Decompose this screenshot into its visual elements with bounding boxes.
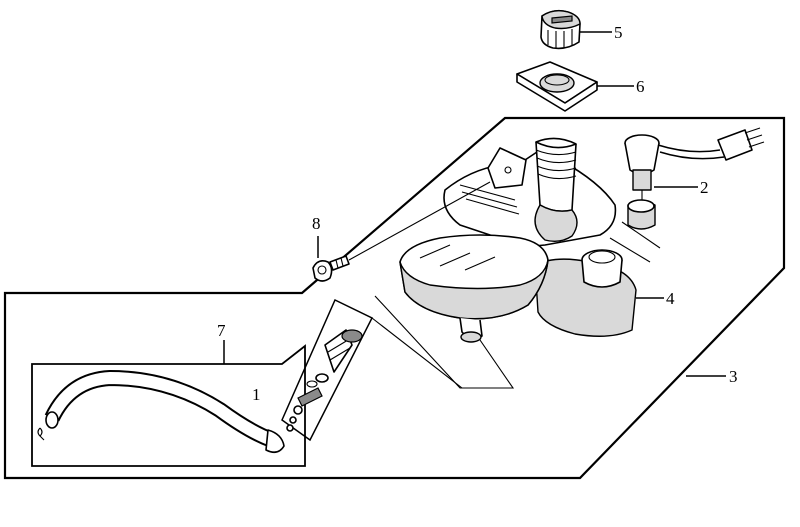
guide-line-outlet [374, 295, 515, 389]
bolt-part [312, 181, 491, 282]
filler-cap-part [540, 9, 581, 50]
callout-2: 2 [700, 178, 709, 197]
fuel-valve-part [281, 298, 374, 442]
strainer-part [516, 61, 598, 112]
assembly-3-boundary [3, 116, 786, 480]
guide-line-valve [371, 317, 463, 389]
callout-6: 6 [636, 77, 645, 96]
callout-4: 4 [666, 289, 675, 308]
fuel-sender-part [609, 127, 765, 263]
tank-part [399, 137, 637, 343]
callout-5: 5 [614, 23, 623, 42]
callout-8: 8 [312, 214, 321, 233]
callout-1: 1 [252, 385, 261, 404]
callout-3: 3 [729, 367, 738, 386]
callout-7: 7 [217, 321, 226, 340]
assembly-7-boundary [31, 344, 306, 467]
hose-part [37, 369, 285, 454]
